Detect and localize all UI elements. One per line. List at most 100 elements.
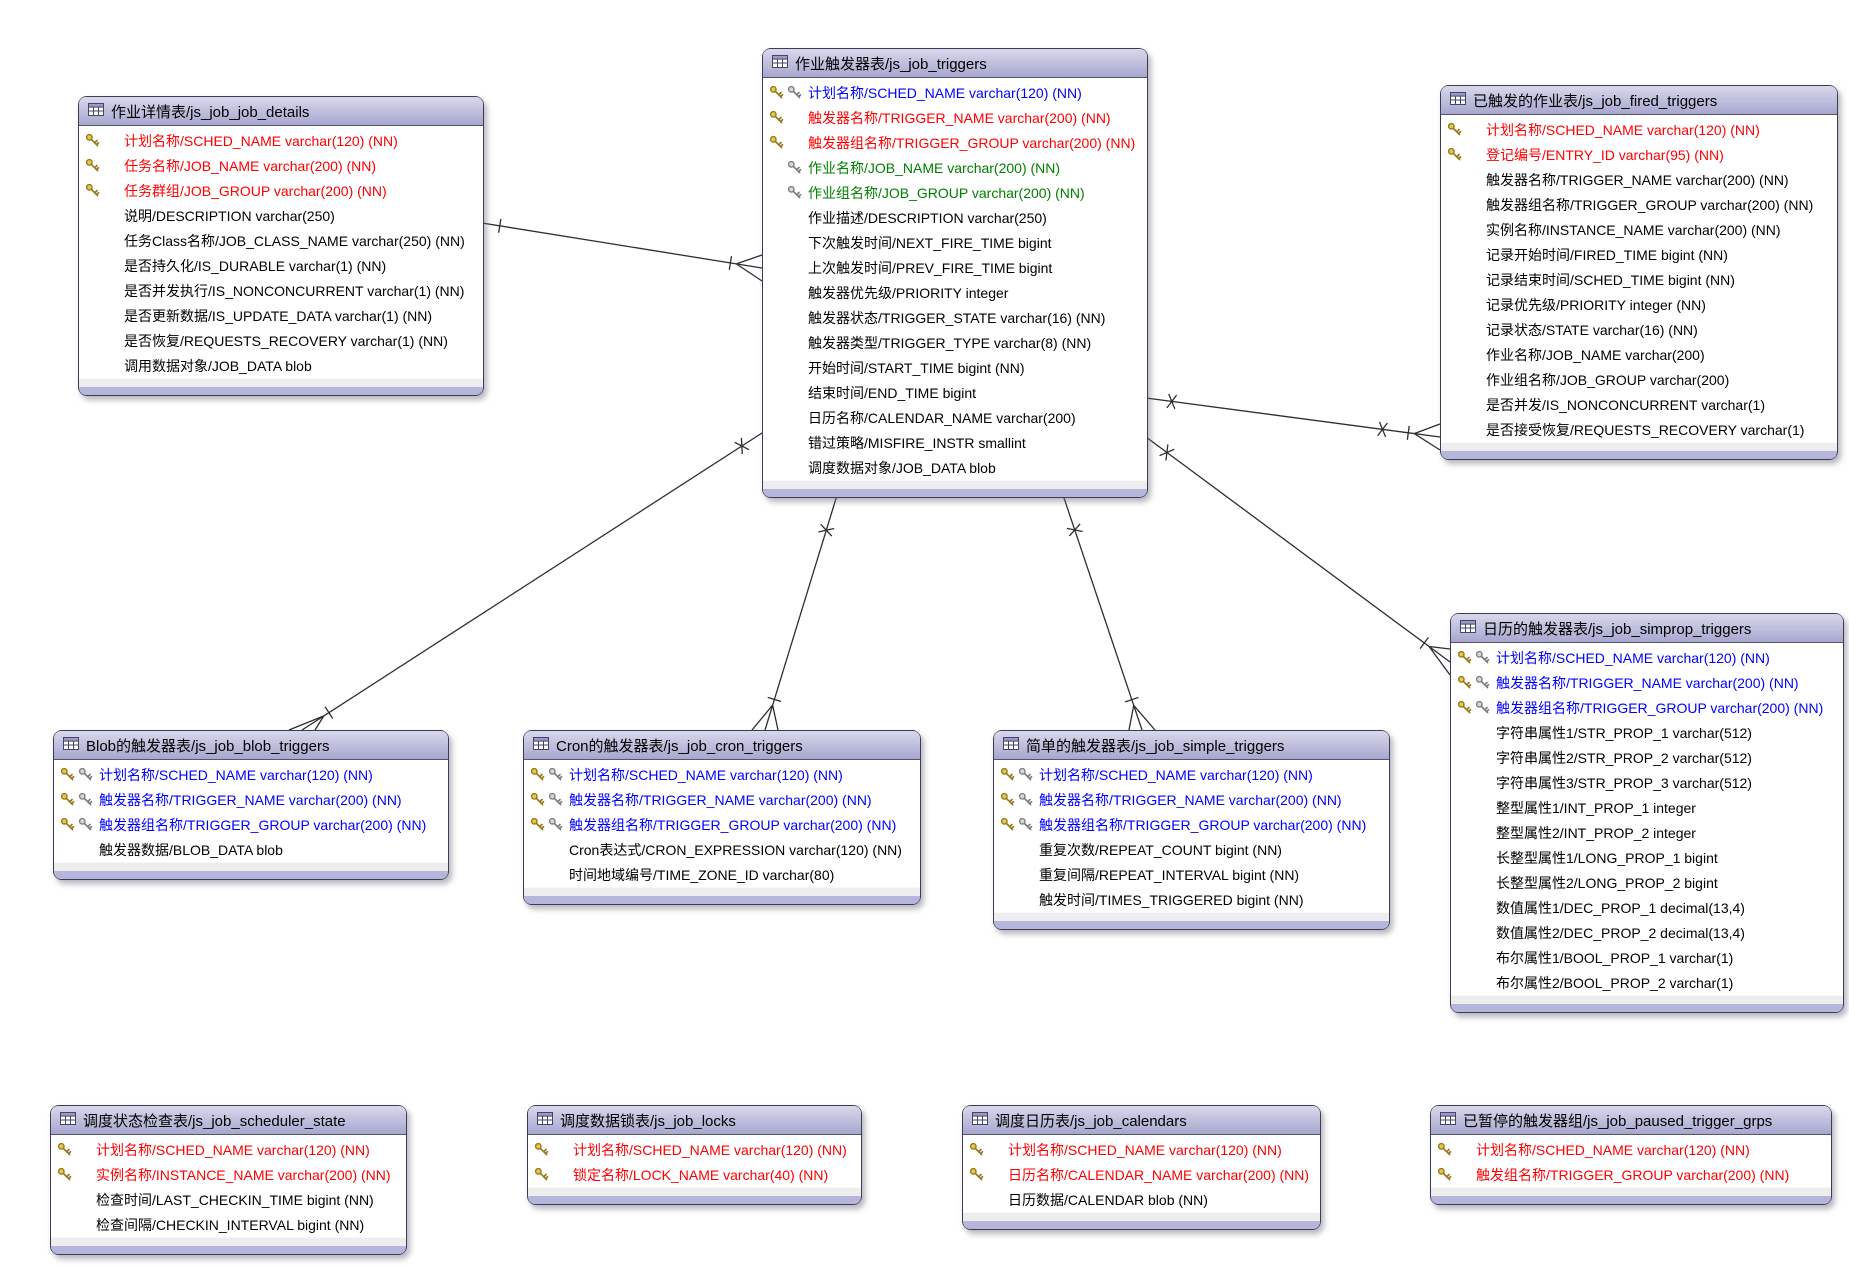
table-row[interactable]: 日历名称/CALENDAR_NAME varchar(200) (NN) <box>963 1162 1320 1187</box>
table-row[interactable]: 触发器名称/TRIGGER_NAME varchar(200) (NN) <box>1441 167 1837 192</box>
table-header[interactable]: 调度状态检查表/js_job_scheduler_state <box>51 1106 406 1135</box>
table-row[interactable]: 锁定名称/LOCK_NAME varchar(40) (NN) <box>528 1162 861 1187</box>
table-row[interactable]: 是否恢复/REQUESTS_RECOVERY varchar(1) (NN) <box>79 328 483 353</box>
table-row[interactable]: 时间地域编号/TIME_ZONE_ID varchar(80) <box>524 862 920 887</box>
table-row[interactable]: 布尔属性2/BOOL_PROP_2 varchar(1) <box>1451 970 1843 995</box>
table-row[interactable]: 触发器类型/TRIGGER_TYPE varchar(8) (NN) <box>763 330 1147 355</box>
table-row[interactable]: 记录状态/STATE varchar(16) (NN) <box>1441 317 1837 342</box>
table-row[interactable]: 登记编号/ENTRY_ID varchar(95) (NN) <box>1441 142 1837 167</box>
table-row[interactable]: 任务群组/JOB_GROUP varchar(200) (NN) <box>79 178 483 203</box>
table-row[interactable]: 数值属性2/DEC_PROP_2 decimal(13,4) <box>1451 920 1843 945</box>
table-row[interactable]: 是否并发/IS_NONCONCURRENT varchar(1) <box>1441 392 1837 417</box>
table-row[interactable]: 检查时间/LAST_CHECKIN_TIME bigint (NN) <box>51 1187 406 1212</box>
table-row[interactable]: 长整型属性2/LONG_PROP_2 bigint <box>1451 870 1843 895</box>
table-row[interactable]: 作业描述/DESCRIPTION varchar(250) <box>763 205 1147 230</box>
table-row[interactable]: 下次触发时间/NEXT_FIRE_TIME bigint <box>763 230 1147 255</box>
table-row[interactable]: 字符串属性2/STR_PROP_2 varchar(512) <box>1451 745 1843 770</box>
table-row[interactable]: 触发器名称/TRIGGER_NAME varchar(200) (NN) <box>54 787 448 812</box>
table-row[interactable]: 日历名称/CALENDAR_NAME varchar(200) <box>763 405 1147 430</box>
table-row[interactable]: 字符串属性3/STR_PROP_3 varchar(512) <box>1451 770 1843 795</box>
table-header[interactable]: Blob的触发器表/js_job_blob_triggers <box>54 731 448 760</box>
table-header[interactable]: 作业详情表/js_job_job_details <box>79 97 483 126</box>
table-row[interactable]: 作业组名称/JOB_GROUP varchar(200) <box>1441 367 1837 392</box>
table-header[interactable]: 已暂停的触发器组/js_job_paused_trigger_grps <box>1431 1106 1831 1135</box>
table-row[interactable]: 记录开始时间/FIRED_TIME bigint (NN) <box>1441 242 1837 267</box>
table-row[interactable]: 计划名称/SCHED_NAME varchar(120) (NN) <box>1451 645 1843 670</box>
table-header[interactable]: Cron的触发器表/js_job_cron_triggers <box>524 731 920 760</box>
table-row[interactable]: 整型属性1/INT_PROP_1 integer <box>1451 795 1843 820</box>
table-row[interactable]: 触发器优先级/PRIORITY integer <box>763 280 1147 305</box>
table-row[interactable]: 触发器组名称/TRIGGER_GROUP varchar(200) (NN) <box>54 812 448 837</box>
table-row[interactable]: 开始时间/START_TIME bigint (NN) <box>763 355 1147 380</box>
table-row[interactable]: 日历数据/CALENDAR blob (NN) <box>963 1187 1320 1212</box>
table-row[interactable]: 实例名称/INSTANCE_NAME varchar(200) (NN) <box>1441 217 1837 242</box>
table-row[interactable]: 是否接受恢复/REQUESTS_RECOVERY varchar(1) <box>1441 417 1837 442</box>
table-row[interactable]: 调用数据对象/JOB_DATA blob <box>79 353 483 378</box>
table-header[interactable]: 作业触发器表/js_job_triggers <box>763 49 1147 78</box>
table-row[interactable]: 计划名称/SCHED_NAME varchar(120) (NN) <box>528 1137 861 1162</box>
table-row[interactable]: 触发器名称/TRIGGER_NAME varchar(200) (NN) <box>524 787 920 812</box>
table-row[interactable]: 触发器组名称/TRIGGER_GROUP varchar(200) (NN) <box>763 130 1147 155</box>
table-row[interactable]: 触发器组名称/TRIGGER_GROUP varchar(200) (NN) <box>1451 695 1843 720</box>
table-row[interactable]: 任务名称/JOB_NAME varchar(200) (NN) <box>79 153 483 178</box>
table-row[interactable]: 实例名称/INSTANCE_NAME varchar(200) (NN) <box>51 1162 406 1187</box>
table-row[interactable]: 记录优先级/PRIORITY integer (NN) <box>1441 292 1837 317</box>
table-row[interactable]: 字符串属性1/STR_PROP_1 varchar(512) <box>1451 720 1843 745</box>
table-row[interactable]: 长整型属性1/LONG_PROP_1 bigint <box>1451 845 1843 870</box>
table-header[interactable]: 已触发的作业表/js_job_fired_triggers <box>1441 86 1837 115</box>
table-row[interactable]: 是否持久化/IS_DURABLE varchar(1) (NN) <box>79 253 483 278</box>
table-row[interactable]: 数值属性1/DEC_PROP_1 decimal(13,4) <box>1451 895 1843 920</box>
table-header[interactable]: 简单的触发器表/js_job_simple_triggers <box>994 731 1389 760</box>
table-row[interactable]: 触发时间/TIMES_TRIGGERED bigint (NN) <box>994 887 1389 912</box>
table-row[interactable]: 作业名称/JOB_NAME varchar(200) <box>1441 342 1837 367</box>
table-row[interactable]: 触发组名称/TRIGGER_GROUP varchar(200) (NN) <box>1431 1162 1831 1187</box>
table-row[interactable]: 触发器状态/TRIGGER_STATE varchar(16) (NN) <box>763 305 1147 330</box>
table-row[interactable]: 计划名称/SCHED_NAME varchar(120) (NN) <box>994 762 1389 787</box>
table-row[interactable]: 触发器名称/TRIGGER_NAME varchar(200) (NN) <box>994 787 1389 812</box>
table-row[interactable]: 作业名称/JOB_NAME varchar(200) (NN) <box>763 155 1147 180</box>
table-row[interactable]: 触发器数据/BLOB_DATA blob <box>54 837 448 862</box>
table-row[interactable]: 布尔属性1/BOOL_PROP_1 varchar(1) <box>1451 945 1843 970</box>
table-row[interactable]: 结束时间/END_TIME bigint <box>763 380 1147 405</box>
table-row[interactable]: 是否更新数据/IS_UPDATE_DATA varchar(1) (NN) <box>79 303 483 328</box>
table-row[interactable]: 触发器组名称/TRIGGER_GROUP varchar(200) (NN) <box>994 812 1389 837</box>
table-row[interactable]: 记录结束时间/SCHED_TIME bigint (NN) <box>1441 267 1837 292</box>
table-row[interactable]: 重复间隔/REPEAT_INTERVAL bigint (NN) <box>994 862 1389 887</box>
table-row[interactable]: 调度数据对象/JOB_DATA blob <box>763 455 1147 480</box>
table-row[interactable]: 任务Class名称/JOB_CLASS_NAME varchar(250) (N… <box>79 228 483 253</box>
table-row[interactable]: 检查间隔/CHECKIN_INTERVAL bigint (NN) <box>51 1212 406 1237</box>
table-header[interactable]: 调度日历表/js_job_calendars <box>963 1106 1320 1135</box>
table-row[interactable]: 重复次数/REPEAT_COUNT bigint (NN) <box>994 837 1389 862</box>
table-row[interactable]: 触发器组名称/TRIGGER_GROUP varchar(200) (NN) <box>524 812 920 837</box>
table-row[interactable]: 计划名称/SCHED_NAME varchar(120) (NN) <box>1431 1137 1831 1162</box>
table-row[interactable]: 触发器组名称/TRIGGER_GROUP varchar(200) (NN) <box>1441 192 1837 217</box>
table-row[interactable]: 计划名称/SCHED_NAME varchar(120) (NN) <box>763 80 1147 105</box>
table-row[interactable]: 计划名称/SCHED_NAME varchar(120) (NN) <box>524 762 920 787</box>
table-row[interactable]: 触发器名称/TRIGGER_NAME varchar(200) (NN) <box>763 105 1147 130</box>
table-row[interactable]: 错过策略/MISFIRE_INSTR smallint <box>763 430 1147 455</box>
table-row[interactable]: Cron表达式/CRON_EXPRESSION varchar(120) (NN… <box>524 837 920 862</box>
table-row[interactable]: 计划名称/SCHED_NAME varchar(120) (NN) <box>51 1137 406 1162</box>
table-row[interactable]: 计划名称/SCHED_NAME varchar(120) (NN) <box>963 1137 1320 1162</box>
table-row[interactable]: 计划名称/SCHED_NAME varchar(120) (NN) <box>54 762 448 787</box>
table-row[interactable]: 触发器名称/TRIGGER_NAME varchar(200) (NN) <box>1451 670 1843 695</box>
table-row[interactable]: 上次触发时间/PREV_FIRE_TIME bigint <box>763 255 1147 280</box>
table-row[interactable]: 计划名称/SCHED_NAME varchar(120) (NN) <box>1441 117 1837 142</box>
table-row[interactable]: 说明/DESCRIPTION varchar(250) <box>79 203 483 228</box>
table-row[interactable]: 作业组名称/JOB_GROUP varchar(200) (NN) <box>763 180 1147 205</box>
table-row[interactable]: 整型属性2/INT_PROP_2 integer <box>1451 820 1843 845</box>
table-header[interactable]: 调度数据锁表/js_job_locks <box>528 1106 861 1135</box>
table-row[interactable]: 计划名称/SCHED_NAME varchar(120) (NN) <box>79 128 483 153</box>
table-row[interactable]: 是否并发执行/IS_NONCONCURRENT varchar(1) (NN) <box>79 278 483 303</box>
